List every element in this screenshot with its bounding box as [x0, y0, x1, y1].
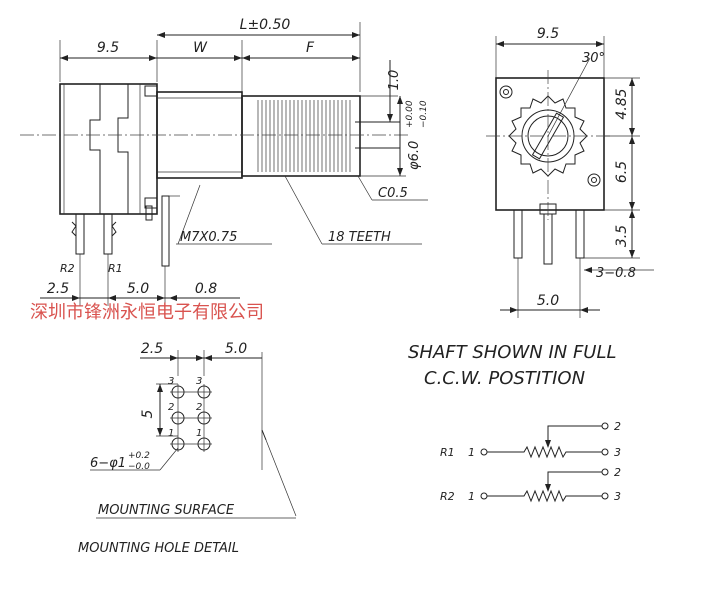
hole-dim-left: 2.5	[141, 341, 163, 357]
schematic-r2-pin2: 2	[614, 466, 621, 479]
resistor-schematic: R1 1 3 2 R2 1 3 2	[440, 420, 621, 503]
schematic-r1-pin3: 3	[614, 446, 621, 459]
shaft-note-line2: C.C.W. POSTITION	[424, 368, 585, 389]
terminal-pins	[71, 195, 180, 267]
dim-angle: 30°	[582, 51, 605, 66]
holes-spec: 6−φ1	[90, 456, 126, 471]
mounting-hole-detail: 2.5 5.0 5 3 2 1 3 2 1 6−	[78, 341, 297, 556]
dim-total-length: L±0.50	[240, 17, 291, 33]
front-housing	[495, 77, 605, 211]
schematic-r1-pin2: 2	[614, 420, 621, 433]
chamfer-label: C0.5	[378, 186, 408, 201]
pin-r1-label: R1	[108, 262, 123, 275]
schematic-r2-pin3: 3	[614, 490, 621, 503]
dim-lead-width: 3−0.8	[596, 266, 636, 281]
dim-body-width: 9.5	[97, 40, 119, 56]
housing-body	[59, 83, 158, 215]
mounting-surface-label: MOUNTING SURFACE	[98, 503, 235, 518]
hole-right-1: 1	[196, 428, 202, 439]
mounting-hole-detail-title: MOUNTING HOLE DETAIL	[78, 541, 239, 556]
hole-left-3: 3	[168, 376, 174, 387]
hole-dim-right: 5.0	[225, 341, 247, 357]
knurl-lines	[257, 100, 351, 172]
holes-tol-bottom: −0.0	[128, 462, 150, 472]
dim-shaft-tol-bottom: −0.10	[419, 100, 429, 128]
dim-w: W	[193, 40, 208, 56]
schematic-r1-label: R1	[440, 446, 455, 459]
hole-right-3: 3	[196, 376, 202, 387]
side-view: 9.5 L±0.50 W F	[20, 17, 429, 306]
thread-label: M7X0.75	[180, 230, 237, 245]
hole-dim-vertical: 5	[140, 409, 156, 418]
teeth-label: 18 TEETH	[328, 230, 391, 245]
dim-flat: 1.0	[387, 70, 402, 91]
dim-pitch-mid: 5.0	[127, 281, 149, 297]
dim-offset: 0.8	[195, 281, 217, 297]
dim-front-width: 9.5	[537, 26, 559, 42]
dim-shaft-tol-top: +0.00	[405, 100, 415, 128]
mounting-holes	[170, 384, 212, 452]
hole-left-2: 2	[168, 402, 174, 413]
schematic-r1-pin1: 1	[468, 446, 475, 459]
front-view: 9.5 30° 4.8	[486, 26, 654, 318]
dim-shaft-diameter: φ6.0	[407, 141, 422, 170]
dim-front-lead: 3.5	[614, 225, 630, 247]
pin-r2-label: R2	[60, 262, 75, 275]
shaft-note-line1: SHAFT SHOWN IN FULL	[408, 342, 617, 363]
schematic-r2-pin1: 1	[468, 490, 475, 503]
dim-front-mid: 6.5	[614, 161, 630, 183]
company-watermark: 深圳市锋洲永恒电子有限公司	[30, 302, 264, 323]
knurled-shaft	[241, 95, 361, 177]
holes-tol-top: +0.2	[128, 451, 150, 461]
dim-front-top: 4.85	[614, 88, 630, 119]
dim-front-bottom: 5.0	[537, 293, 559, 309]
schematic-r2-label: R2	[440, 490, 455, 503]
dim-pitch-left: 2.5	[47, 281, 69, 297]
hole-left-1: 1	[168, 428, 174, 439]
hole-right-2: 2	[196, 402, 202, 413]
dim-f: F	[306, 40, 315, 56]
